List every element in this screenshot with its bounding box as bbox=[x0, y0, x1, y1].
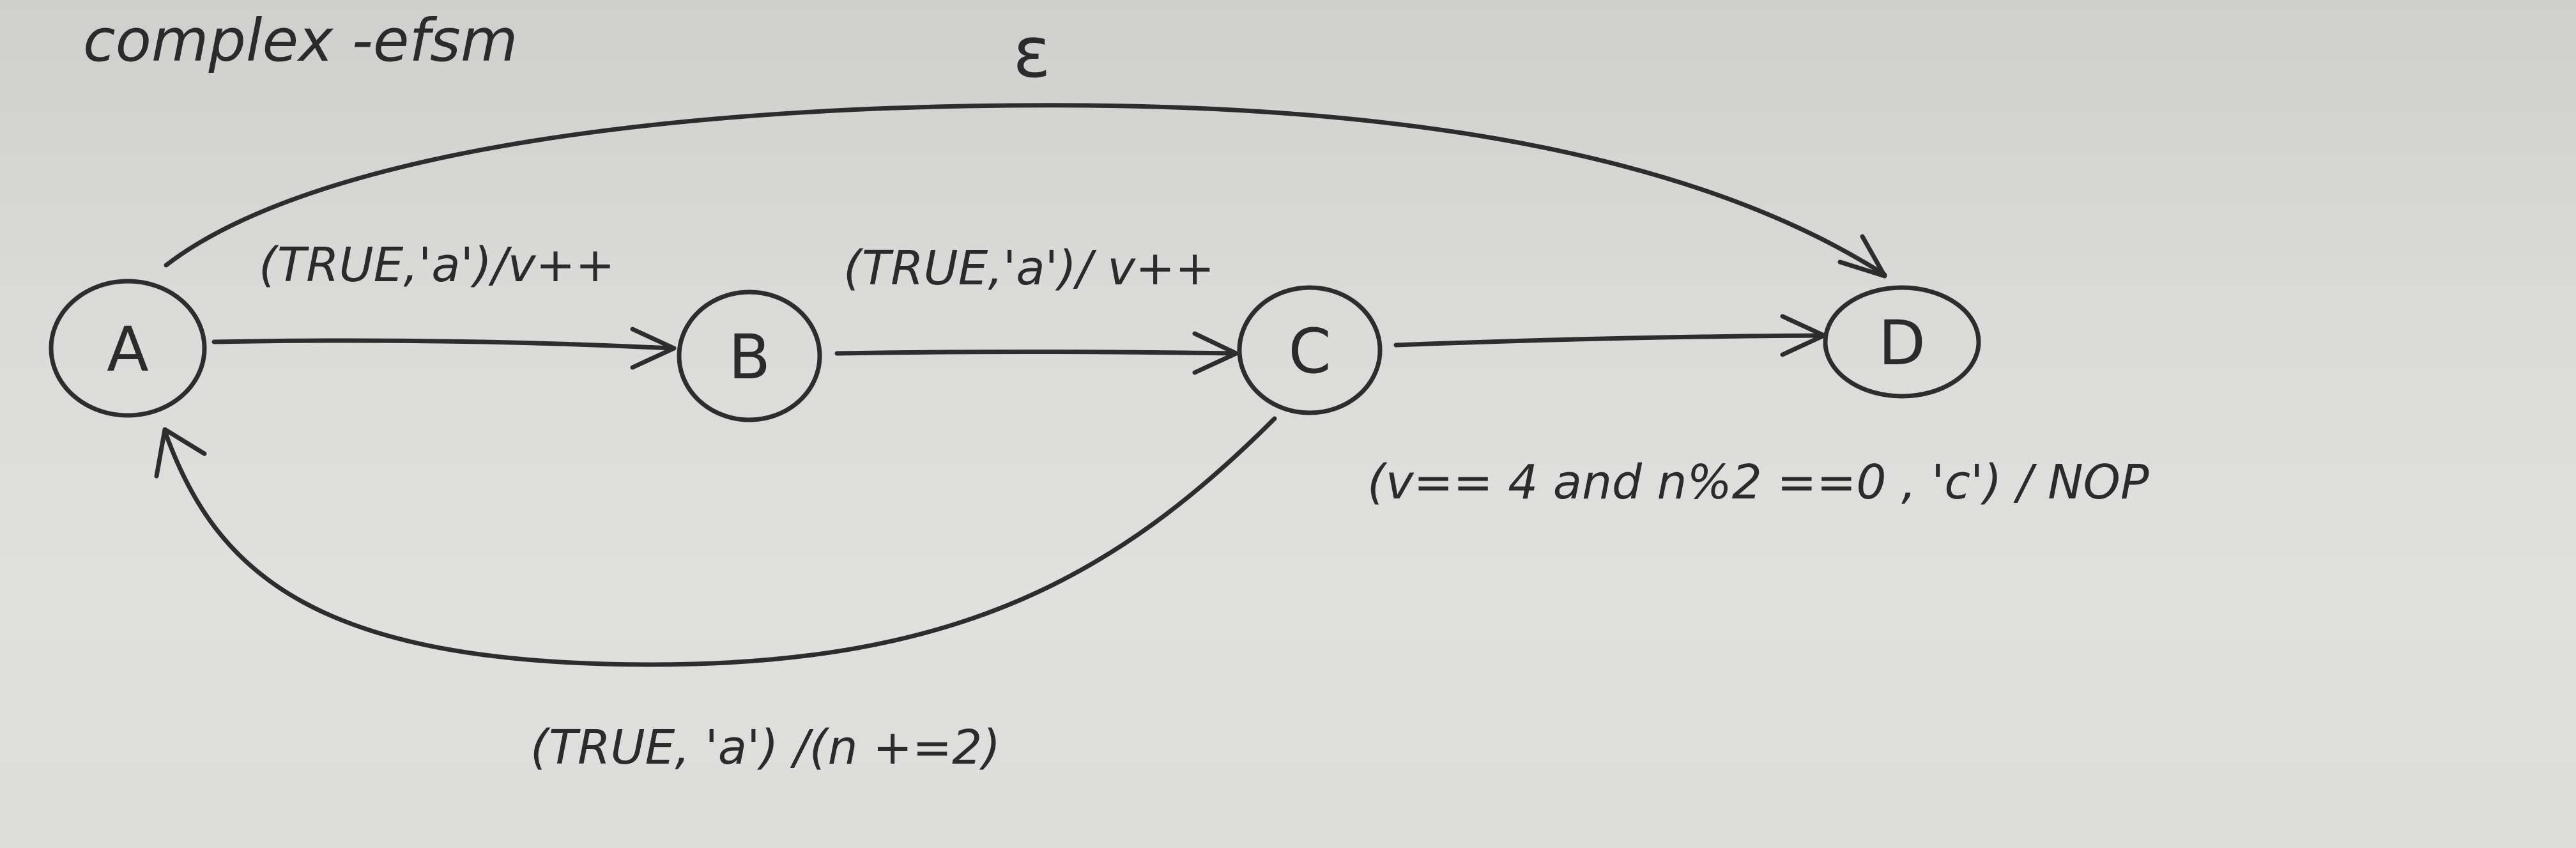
state-C-circle bbox=[1237, 285, 1383, 415]
transition-A-D-label: ε bbox=[1013, 12, 1050, 93]
transition-A-D: ε bbox=[164, 12, 1887, 279]
arrow-B-C bbox=[834, 350, 1236, 356]
arrow-C-A bbox=[164, 416, 1277, 667]
state-D-circle bbox=[1823, 285, 1981, 399]
state-D: D bbox=[1823, 285, 1981, 399]
transition-C-A-label: (TRUE, 'a') /(n +=2) bbox=[530, 720, 1000, 775]
arrowhead-C-D bbox=[1780, 314, 1827, 357]
arrow-A-D bbox=[164, 103, 1887, 277]
arrowhead-B-C bbox=[1192, 331, 1239, 375]
state-A-circle bbox=[49, 279, 207, 418]
state-B-circle bbox=[677, 289, 822, 422]
transition-B-C: (TRUE,'a')/ v++ bbox=[834, 241, 1239, 375]
state-A-label: A bbox=[107, 314, 149, 385]
transition-C-D: (v== 4 and n%2 ==0 , 'c') / NOP bbox=[1367, 314, 2149, 510]
arrowhead-C-A bbox=[154, 427, 207, 479]
state-D-label: D bbox=[1878, 307, 1926, 379]
transition-C-D-label: (v== 4 and n%2 ==0 , 'c') / NOP bbox=[1367, 455, 2149, 510]
state-B-label: B bbox=[728, 321, 770, 393]
state-B: B bbox=[677, 289, 822, 422]
transition-A-B-label: (TRUE,'a')/v++ bbox=[259, 238, 615, 293]
diagram-title: complex -efsm bbox=[83, 6, 518, 75]
arrow-C-D bbox=[1393, 333, 1823, 348]
transition-A-B: (TRUE,'a')/v++ bbox=[211, 238, 677, 370]
arrowhead-A-B bbox=[630, 327, 677, 370]
state-C-label: C bbox=[1288, 316, 1331, 387]
state-A: A bbox=[49, 279, 207, 418]
state-C: C bbox=[1237, 285, 1383, 415]
transition-B-C-label: (TRUE,'a')/ v++ bbox=[843, 241, 1215, 296]
arrow-A-B bbox=[211, 338, 673, 351]
transition-C-A: (TRUE, 'a') /(n +=2) bbox=[154, 416, 1277, 775]
arrowhead-A-D bbox=[1837, 234, 1887, 279]
